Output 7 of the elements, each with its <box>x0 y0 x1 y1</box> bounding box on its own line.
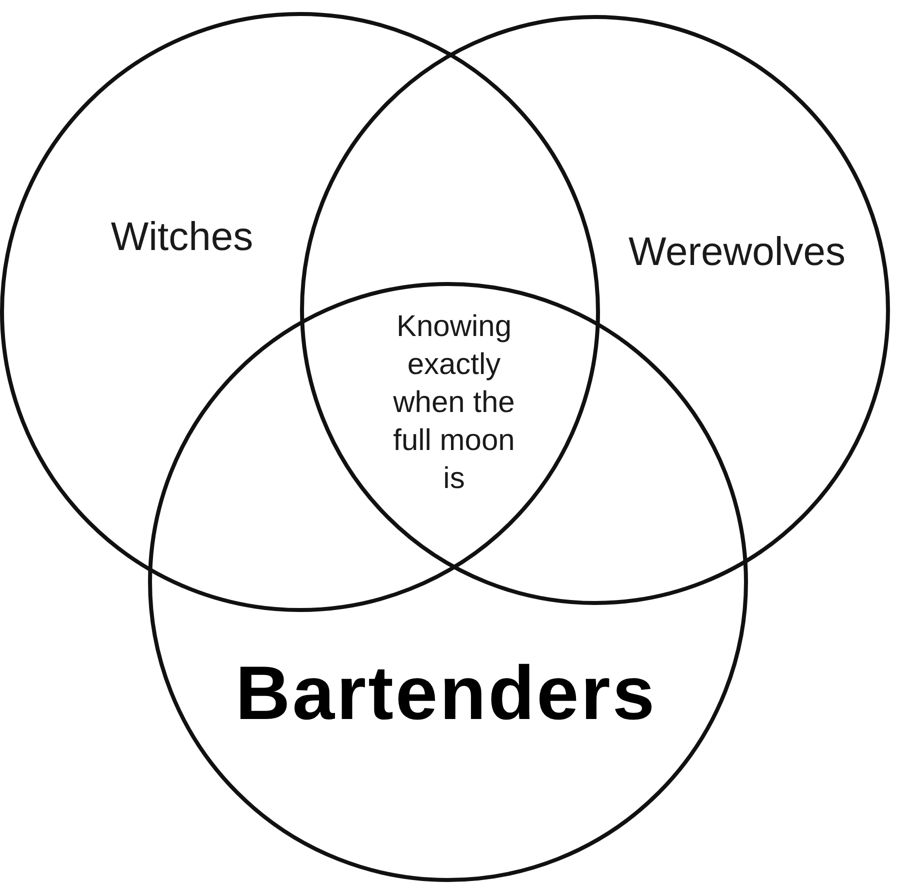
set-label: Bartenders <box>235 652 657 736</box>
intersection-label: Knowing exactly when the full moon is <box>392 309 516 497</box>
venn-circle <box>300 15 890 605</box>
venn-circle <box>0 12 600 612</box>
set-label: Witches <box>110 215 254 259</box>
venn-circle <box>148 282 748 882</box>
set-label: Werewolves <box>628 230 846 274</box>
